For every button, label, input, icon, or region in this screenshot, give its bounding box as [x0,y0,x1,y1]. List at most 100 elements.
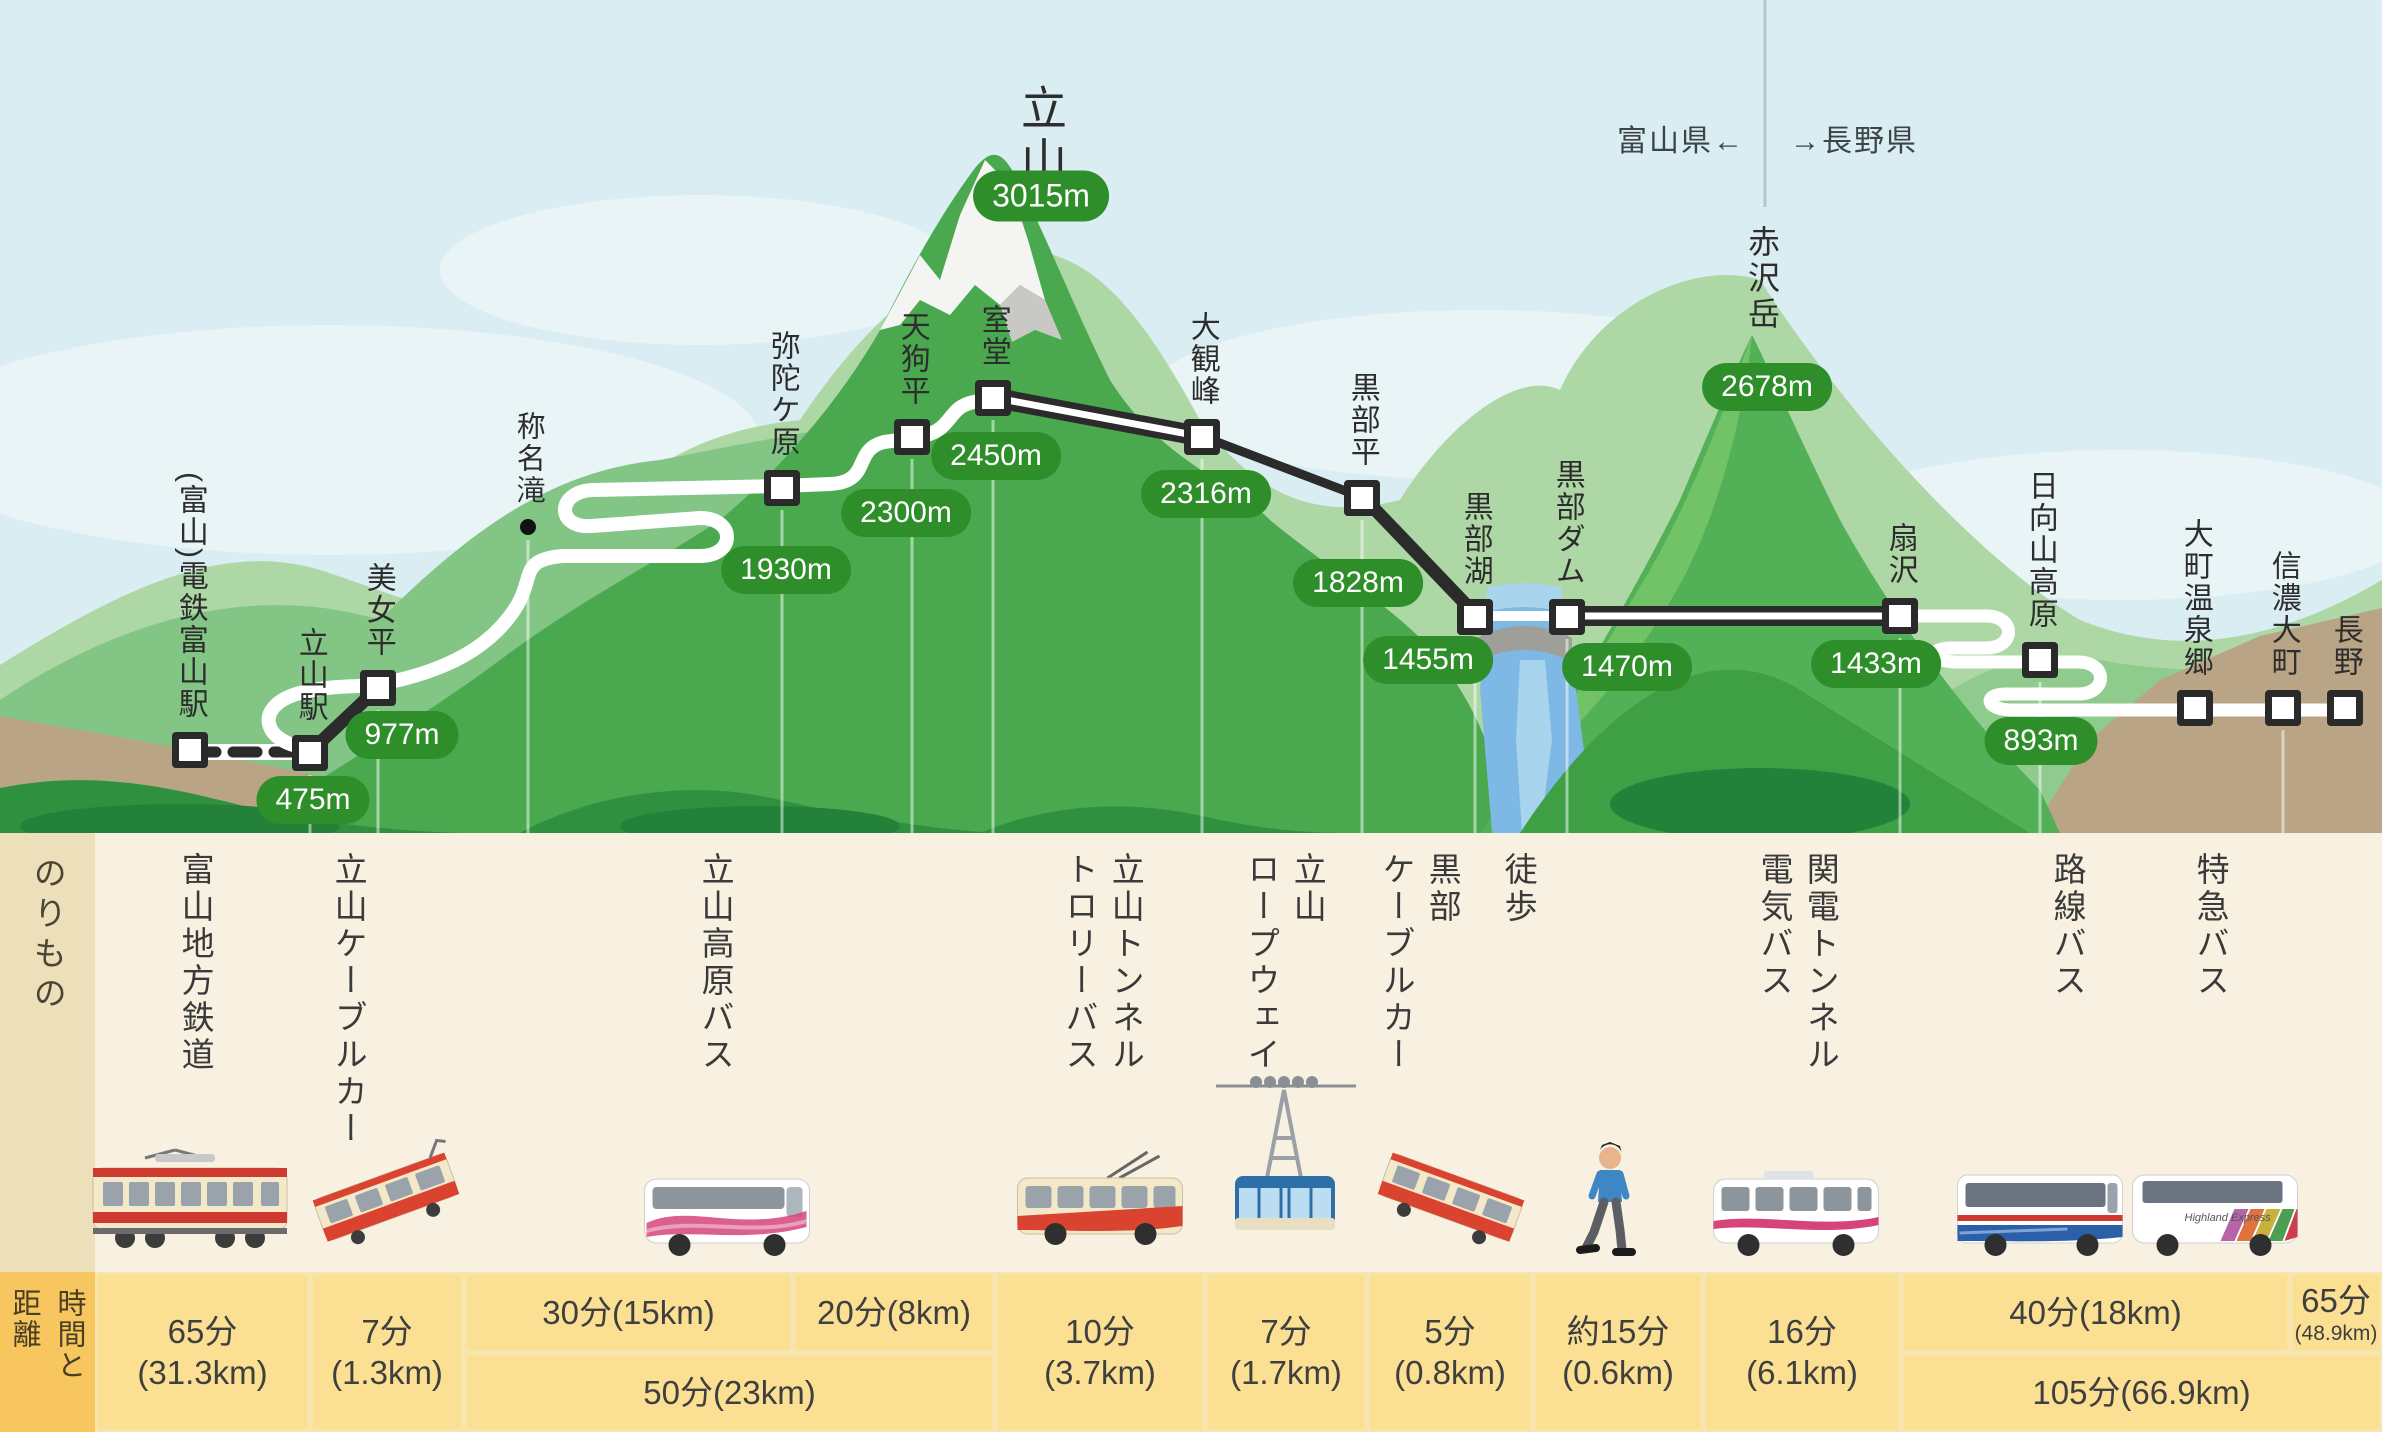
time-cell-text: 16分 (6.1km) [1746,1312,1858,1391]
shomyo-falls-label: 称名滝 [512,411,545,507]
time-cell: 30分(15km) [464,1272,793,1353]
elevation-badge: 2316m [1141,470,1271,518]
time-cell: 40分(18km) [1901,1272,2290,1353]
time-cell-text: 5分 (0.8km) [1394,1312,1506,1391]
station-marker [292,735,328,771]
station-label: 弥陀ケ原 [765,330,799,458]
elevation-badge: 1828m [1293,559,1423,607]
station-label: 黒部湖 [1458,491,1492,587]
time-cell: 5分 (0.8km) [1367,1272,1533,1432]
elevation-badge: 1433m [1811,640,1941,688]
time-cell-text: 10分 (3.7km) [1044,1312,1156,1391]
elevation-badge: 475m [256,776,370,824]
elevation-badge: 1930m [721,546,851,594]
time-cell: 10分 (3.7km) [995,1272,1205,1432]
mount-akazawa [1480,335,2060,833]
route-bus-icon [1948,1145,2133,1270]
station-marker [975,380,1011,416]
waterfall-streak [1516,660,1552,833]
station-label: 大観峰 [1185,311,1219,407]
time-cell-subtext: (48.9km) [2294,1321,2378,1345]
prefecture-label-nagano: →長野県 [1790,125,1918,158]
elevation-badge: 2300m [841,489,971,537]
foreground-shrub [1610,768,1910,840]
walker-icon [1562,1140,1652,1275]
time-cell: 20分(8km) [793,1272,995,1353]
time-cell: 7分 (1.7km) [1205,1272,1367,1432]
station-marker [1344,480,1380,516]
transport-label: 特急バス [2192,852,2230,1000]
highland-road [261,391,1003,755]
transport-label: 立山トンネル トロリーバス [1061,852,1145,1074]
station-label: 黒部ダム [1550,459,1584,587]
station-marker [2177,690,2213,726]
elevation-badge: 2450m [931,432,1061,480]
lake-surface [1487,583,1562,612]
ogizawa-road [1897,609,2355,717]
station-label: 長野 [2328,614,2362,678]
trolleybus-tunnel-gap [992,394,1208,441]
station-marker [2327,690,2363,726]
time-cell-text: 65分 (31.3km) [137,1312,268,1391]
transport-label: 立山高原バス [697,852,735,1074]
station-label: 美女平 [361,562,395,658]
station-marker [1457,599,1493,635]
time-cell-text: 約15分 (0.6km) [1562,1312,1674,1391]
foreground-hill [980,806,1360,833]
express-bus-icon: Highland Express [2123,1145,2308,1270]
cablecar-line-kurobe [1357,491,1484,623]
time-cell-text: 40分(18km) [2009,1293,2182,1331]
station-label: 日向山高原 [2023,470,2057,630]
ropeway-line [1199,432,1369,503]
station-label: 信濃大町 [2266,550,2300,678]
transport-label: 路線バス [2049,852,2087,1000]
funicular-down-icon [1355,1125,1545,1265]
peak-akazawa-elevation-badge: 2678m [1702,363,1832,411]
transport-label: 関電トンネル 電気バス [1756,852,1840,1074]
station-label: 天狗平 [895,311,929,407]
time-cell: 65分 (31.3km) [95,1272,310,1432]
station-marker [764,470,800,506]
station-marker [360,670,396,706]
time-cell-text: 30分(15km) [542,1293,715,1331]
time-cell-text: 50分(23km) [643,1373,816,1411]
time-cell-text: 7分 (1.7km) [1230,1312,1342,1391]
time-distance-band: 65分 (31.3km) 7分 (1.3km) 30分(15km) 20分(8km) 5… [0,1272,2382,1432]
time-cell: 16分 (6.1km) [1703,1272,1901,1432]
snow-cap-shadow [1000,285,1062,342]
time-cell-text: 65分 [2301,1282,2371,1320]
station-marker [172,732,208,768]
highland-bus-icon [635,1145,820,1270]
funicular-icon [292,1125,482,1265]
station-marker [2022,642,2058,678]
elevation-badge: 893m [1984,717,2098,765]
shomyo-falls-dot [520,519,536,535]
transport-label: 立山ケーブルカー [330,852,368,1148]
time-cell: 105分(66.9km) [1901,1353,2382,1432]
elevation-badge: 977m [345,711,459,759]
time-cell: 50分(23km) [464,1353,995,1432]
prefecture-label-toyama: 富山県← [1617,125,1745,158]
ropeway-icon [1201,1058,1371,1268]
transport-label: 徒歩 [1500,852,1538,926]
kurobe-dam [1476,626,1572,662]
time-header-column [0,1272,95,1432]
station-label: 扇沢 [1883,522,1917,586]
trolleybus-icon [1008,1130,1193,1270]
station-label: 大町温泉郷 [2178,518,2212,678]
cloud [440,195,960,345]
electric-bus-icon [1704,1145,1889,1270]
peak-tateyama-elevation-badge: 3015m [973,170,1109,222]
svg-text:Highland Express: Highland Express [2185,1212,2272,1224]
station-marker [894,419,930,455]
time-cell: 7分 (1.3km) [310,1272,464,1432]
time-distance-row-header: 時間と 距離 [8,1288,85,1381]
time-cell-text: 7分 (1.3km) [331,1312,443,1391]
vehicles-row-header: のりもの [29,856,67,1016]
train-icon [85,1140,295,1270]
elevation-badge: 1455m [1363,636,1493,684]
station-label: (富山)電鉄富山駅 [173,472,207,720]
time-cell-text: 20分(8km) [816,1293,972,1331]
station-marker [1184,419,1220,455]
